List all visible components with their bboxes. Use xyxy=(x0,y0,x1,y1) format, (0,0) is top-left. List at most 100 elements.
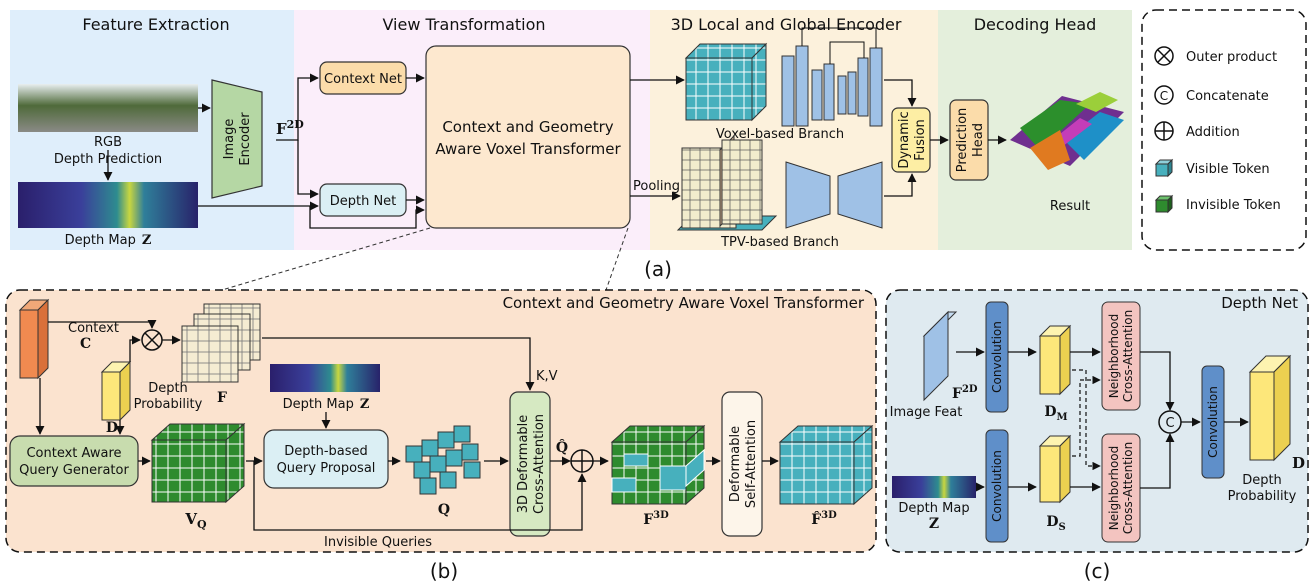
cross-attention-box xyxy=(509,391,551,537)
nca-bottom-label: NeighborhoodCross-Attention xyxy=(1107,442,1135,534)
conv-bottom-label: Convolution xyxy=(990,450,1004,522)
legend-addition: Addition xyxy=(1186,125,1240,140)
dynamic-fusion-label: DynamicFusion xyxy=(897,111,928,168)
result-label: Result xyxy=(1050,199,1090,214)
tpv-planes xyxy=(676,134,778,231)
vq-cube xyxy=(150,422,246,504)
voxel-cube xyxy=(684,42,768,122)
context-feature xyxy=(18,298,50,380)
depth-map-image xyxy=(18,182,198,228)
label-a: (a) xyxy=(644,257,672,281)
tpv-to-fusion xyxy=(884,173,917,197)
nca-top-box xyxy=(1101,301,1141,411)
fhat3d-sym: F̂3D xyxy=(811,510,837,528)
cross-attention-label: 3D DeformableCross-Attention xyxy=(516,414,547,514)
image-feat-label: Image Feat xyxy=(890,405,963,420)
self-attention-box xyxy=(721,391,763,537)
tpv-decoder-shape xyxy=(837,161,883,229)
ds-feature xyxy=(1038,434,1072,504)
image-encoder-label: ImageEncoder xyxy=(222,112,253,166)
qhat-sym: Q̂ xyxy=(556,438,568,456)
feature-extraction-title: Feature Extraction xyxy=(82,15,229,34)
kv-label: K,V xyxy=(536,369,558,384)
f-volume xyxy=(181,303,261,383)
legend-outer-product-icon xyxy=(1154,46,1174,66)
context-to-outer xyxy=(48,319,157,329)
depth-map-c-label: Depth Map xyxy=(898,501,969,516)
invisible-queries-path xyxy=(253,461,587,531)
nca-bottom-to-concat xyxy=(1140,433,1175,489)
legend-visible-token-icon xyxy=(1154,158,1174,178)
ds-to-nca-top-dashed xyxy=(1072,375,1101,457)
f-to-cross-attn xyxy=(262,337,535,391)
label-c: (c) xyxy=(1084,559,1111,583)
conv-top-box xyxy=(985,301,1009,413)
context-net-label: Context Net xyxy=(324,72,402,87)
legend-concatenate: Concatenate xyxy=(1186,89,1269,104)
legend-addition-icon xyxy=(1154,121,1174,141)
depth-map-c-sym: Z xyxy=(929,516,939,532)
f-sym: F xyxy=(217,390,227,406)
prediction-head-label: PredictionHead xyxy=(955,108,986,173)
context-label: Context xyxy=(68,321,119,336)
rgb-image xyxy=(18,84,198,132)
legend-invisible-token: Invisible Token xyxy=(1186,198,1281,213)
label-b: (b) xyxy=(430,559,458,583)
f2d-c-sym: F2D xyxy=(952,384,978,402)
d-output-sym: D xyxy=(1292,454,1305,472)
legend-outer-product: Outer product xyxy=(1186,50,1277,65)
depth-map-c xyxy=(892,476,976,498)
depthmap-to-transformer xyxy=(309,205,425,229)
unet-voxel xyxy=(781,27,883,127)
legend-invisible-token-icon xyxy=(1154,194,1174,214)
result-scene xyxy=(1010,92,1124,170)
depth-sym: D xyxy=(106,420,118,436)
addition-icon xyxy=(570,449,594,473)
view-transformation-title: View Transformation xyxy=(382,15,545,34)
q-sparse-cubes xyxy=(405,425,481,495)
fhat3d-cube xyxy=(778,424,874,506)
legend-concatenate-icon: C xyxy=(1154,85,1174,105)
outer-product-icon xyxy=(141,329,163,351)
pooling-label: Pooling xyxy=(633,179,680,194)
context-sym: C xyxy=(80,336,91,352)
dm-feature xyxy=(1038,324,1072,396)
self-attention-label: DeformableSelf-Attention xyxy=(728,420,759,508)
depth-probability-feature xyxy=(100,360,132,422)
image-feat-plane xyxy=(922,310,958,402)
tpv-encoder-shape xyxy=(785,161,831,229)
f3d-sym: F3D xyxy=(643,510,669,528)
legend-visible-token: Visible Token xyxy=(1186,162,1270,177)
conv-bottom-box xyxy=(985,429,1009,543)
encoder-title: 3D Local and Global Encoder xyxy=(671,15,902,34)
q-sym: Q xyxy=(438,502,450,518)
dm-to-nca-bottom-dashed xyxy=(1072,369,1101,471)
query-proposal-box xyxy=(263,429,389,489)
zoom-line-left xyxy=(221,227,431,291)
concat-icon: C xyxy=(1158,410,1182,434)
voxel-transformer-box xyxy=(425,45,631,229)
voxel-branch-label: Voxel-based Branch xyxy=(716,127,844,142)
image-encoder xyxy=(211,79,263,199)
f2d-label: F2D xyxy=(276,118,304,138)
panel-b-title: Context and Geometry Aware Voxel Transfo… xyxy=(503,294,865,312)
panel-c-title: Depth Net xyxy=(1221,294,1298,312)
dm-sym: DM xyxy=(1044,404,1067,423)
depth-net-label: Depth Net xyxy=(330,194,397,209)
encoder-to-depth-net xyxy=(297,140,319,199)
conv-final-label: Convolution xyxy=(1206,386,1220,458)
depth-map-b xyxy=(270,364,380,392)
invisible-queries-label: Invisible Queries xyxy=(324,535,432,550)
svg-text:C: C xyxy=(1160,89,1168,103)
f3d-cube xyxy=(610,424,706,506)
encoder-to-context-net xyxy=(276,73,319,141)
vq-sym: VQ xyxy=(184,510,207,531)
ds-sym: DS xyxy=(1046,514,1065,533)
